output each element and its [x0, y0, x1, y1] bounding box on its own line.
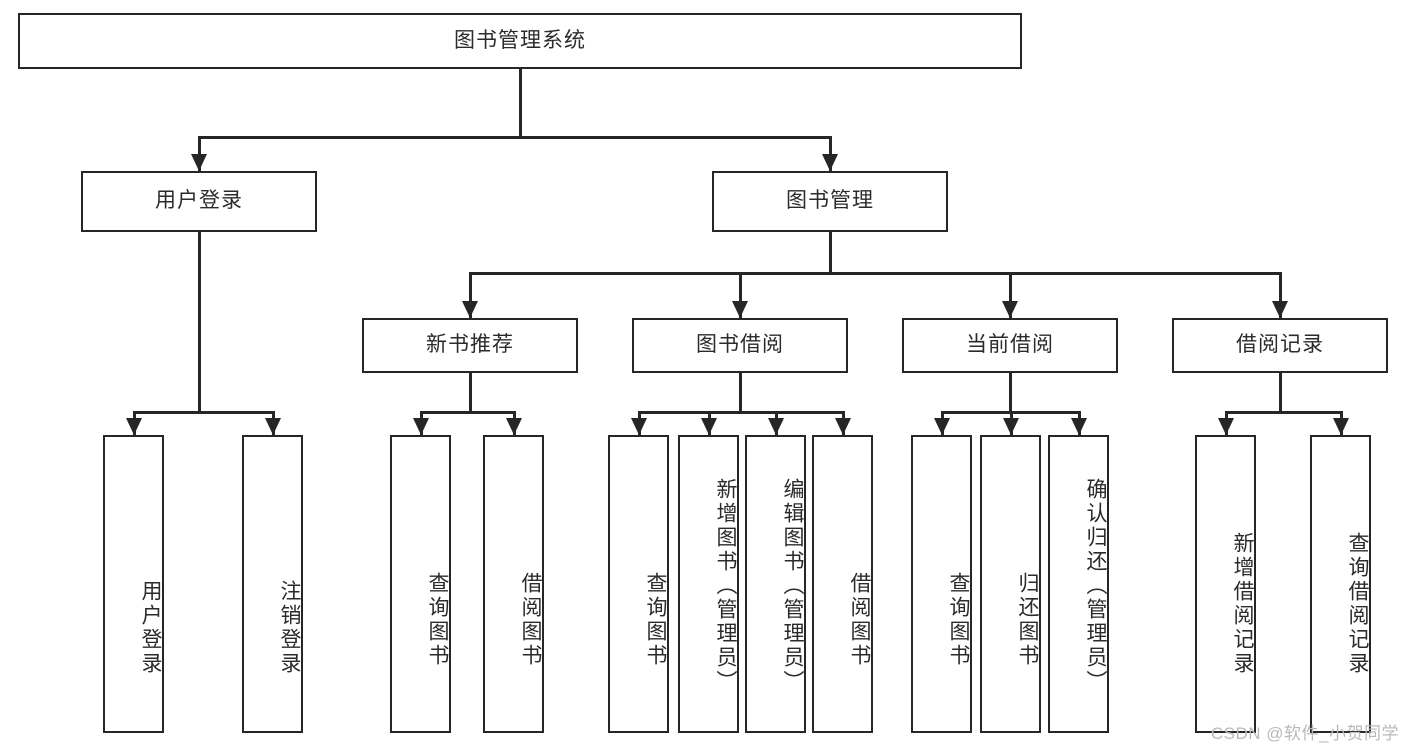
node-label: 查询图书 — [644, 572, 667, 668]
arrowhead-icon — [630, 418, 647, 435]
node-label: 查询图书 — [426, 572, 449, 668]
node-label: 图书管理 — [786, 189, 874, 213]
node-label: 借阅图书 — [848, 572, 871, 668]
connector-bus — [1224, 411, 1343, 414]
node-label: 新书推荐 — [426, 333, 514, 357]
connector-drop — [198, 136, 201, 171]
arrowhead-icon — [412, 418, 429, 435]
connector-drop — [1279, 272, 1282, 318]
arrowhead-icon — [1217, 418, 1234, 435]
node-current-borrow[interactable]: 当前借阅 — [902, 318, 1118, 373]
node-label: 图书借阅 — [696, 333, 784, 357]
node-label: 当前借阅 — [966, 333, 1054, 357]
watermark-text: CSDN @软件_小贺同学 — [1210, 724, 1399, 743]
arrowhead-icon — [1070, 418, 1087, 435]
leaf-leaf-confirm-return-admin[interactable]: 确认归还（管理员） — [1048, 435, 1109, 733]
arrowhead-icon — [264, 418, 281, 435]
connector-drop — [739, 272, 742, 318]
leaf-leaf-add-borrow-record[interactable]: 新增借阅记录 — [1195, 435, 1256, 733]
arrowhead-icon — [700, 418, 717, 435]
arrowhead-icon — [125, 418, 142, 435]
node-label: 新增借阅记录 — [1231, 532, 1254, 676]
connector-drop — [1009, 272, 1012, 318]
arrowhead-icon — [505, 418, 522, 435]
leaf-leaf-borrow-book-recommend[interactable]: 借阅图书 — [483, 435, 544, 733]
arrowhead-icon — [767, 418, 784, 435]
leaf-leaf-return-book[interactable]: 归还图书 — [980, 435, 1041, 733]
node-label: 用户登录 — [155, 189, 243, 213]
arrowhead-icon — [462, 301, 478, 318]
connector-bus — [469, 272, 1282, 275]
node-label: 注销登录 — [278, 580, 301, 676]
connector-stem — [469, 373, 472, 411]
node-label: 归还图书 — [1016, 572, 1039, 668]
connector-drop — [829, 136, 832, 171]
arrowhead-icon — [822, 154, 838, 171]
connector-stem — [1279, 373, 1282, 411]
leaf-leaf-query-book-current[interactable]: 查询图书 — [911, 435, 972, 733]
node-label: 借阅记录 — [1236, 333, 1324, 357]
connector-bus — [419, 411, 516, 414]
leaf-leaf-user-logout[interactable]: 注销登录 — [242, 435, 303, 733]
node-label: 查询借阅记录 — [1346, 532, 1369, 676]
arrowhead-icon — [191, 154, 207, 171]
node-label: 借阅图书 — [519, 572, 542, 668]
connector-stem — [829, 232, 832, 272]
arrowhead-icon — [933, 418, 950, 435]
arrowhead-icon — [1332, 418, 1349, 435]
node-user-login[interactable]: 用户登录 — [81, 171, 317, 232]
arrowhead-icon — [834, 418, 851, 435]
connector-bus — [132, 411, 275, 414]
connector-bus — [198, 136, 832, 139]
node-label: 新增图书（管理员） — [714, 478, 737, 694]
leaf-leaf-query-borrow-record[interactable]: 查询借阅记录 — [1310, 435, 1371, 733]
node-root[interactable]: 图书管理系统 — [18, 13, 1022, 69]
leaf-leaf-user-login[interactable]: 用户登录 — [103, 435, 164, 733]
arrowhead-icon — [1272, 301, 1288, 318]
arrowhead-icon — [1002, 418, 1019, 435]
connector-stem — [739, 373, 742, 411]
connector-stem — [1009, 373, 1012, 411]
arrowhead-icon — [1002, 301, 1018, 318]
node-book-borrow[interactable]: 图书借阅 — [632, 318, 848, 373]
arrowhead-icon — [732, 301, 748, 318]
node-borrow-record[interactable]: 借阅记录 — [1172, 318, 1388, 373]
leaf-leaf-query-book-recommend[interactable]: 查询图书 — [390, 435, 451, 733]
node-label: 确认归还（管理员） — [1084, 478, 1107, 694]
node-label: 查询图书 — [947, 572, 970, 668]
connector-stem — [198, 232, 201, 411]
leaf-leaf-borrow-book[interactable]: 借阅图书 — [812, 435, 873, 733]
connector-stem — [519, 69, 522, 136]
node-new-book-recommend[interactable]: 新书推荐 — [362, 318, 578, 373]
leaf-leaf-edit-book-admin[interactable]: 编辑图书（管理员） — [745, 435, 806, 733]
connector-drop — [469, 272, 472, 318]
node-label: 编辑图书（管理员） — [781, 478, 804, 694]
node-label: 用户登录 — [139, 580, 162, 676]
connector-bus — [637, 411, 845, 414]
leaf-leaf-add-book-admin[interactable]: 新增图书（管理员） — [678, 435, 739, 733]
node-book-manage[interactable]: 图书管理 — [712, 171, 948, 232]
leaf-leaf-query-book-borrow[interactable]: 查询图书 — [608, 435, 669, 733]
node-label: 图书管理系统 — [454, 28, 586, 52]
